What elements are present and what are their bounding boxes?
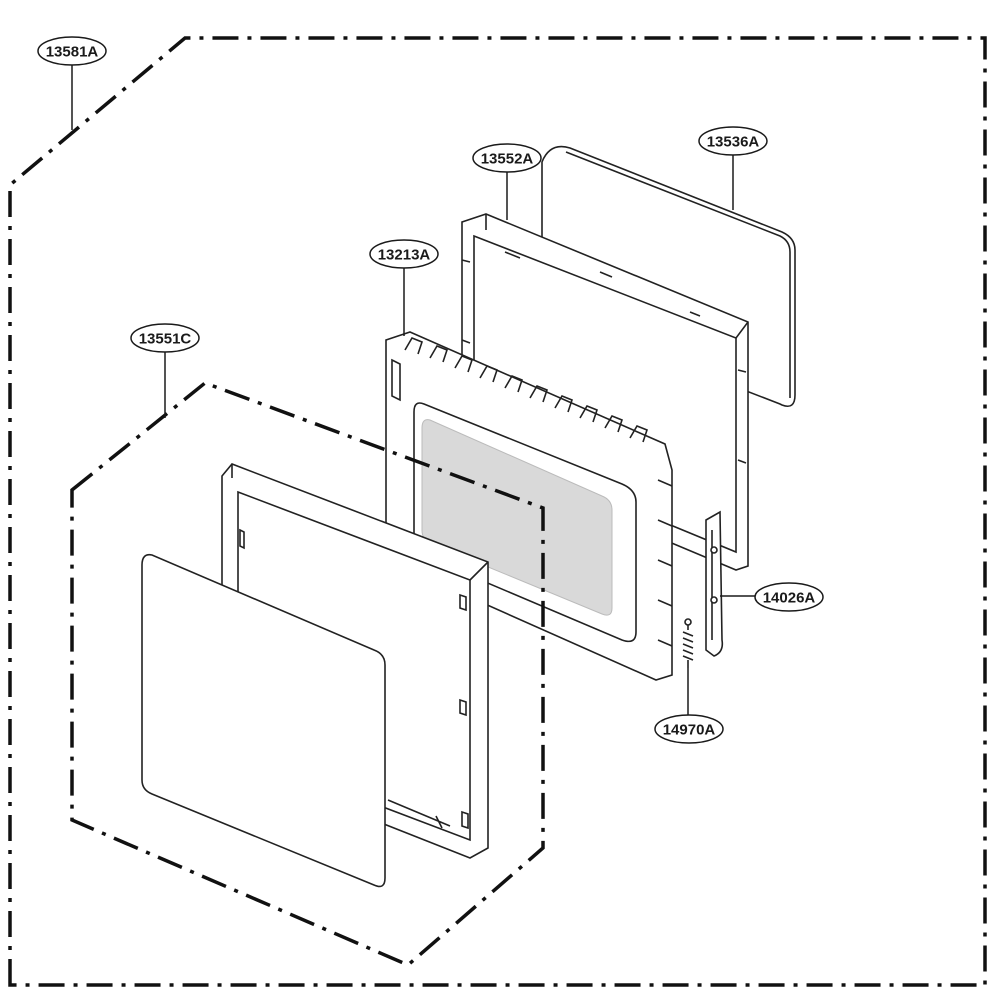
callout-13552A: 13552A xyxy=(472,143,542,173)
callout-13213A: 13213A xyxy=(369,239,439,269)
part-spring xyxy=(682,618,694,668)
callout-label: 13213A xyxy=(378,247,431,264)
callout-13551C: 13551C xyxy=(130,323,200,353)
callout-label: 13581A xyxy=(46,44,99,61)
callout-14026A: 14026A xyxy=(754,582,824,612)
outer-assembly-boundary xyxy=(8,36,987,987)
part-hinge-bracket xyxy=(705,510,724,657)
part-front-door-panel xyxy=(141,553,386,888)
callout-label: 14970A xyxy=(663,722,716,739)
part-inner-door-panel xyxy=(385,331,673,681)
callout-label: 13552A xyxy=(481,151,534,168)
inner-window-glass xyxy=(421,419,613,616)
callout-label: 13551C xyxy=(139,331,192,348)
callout-label: 13536A xyxy=(707,134,760,151)
callout-14970A: 14970A xyxy=(654,714,724,744)
callout-label: 14026A xyxy=(763,590,816,607)
callout-13581A: 13581A xyxy=(37,36,107,66)
callout-13536A: 13536A xyxy=(698,126,768,156)
sub-assembly-boundary xyxy=(70,381,545,968)
